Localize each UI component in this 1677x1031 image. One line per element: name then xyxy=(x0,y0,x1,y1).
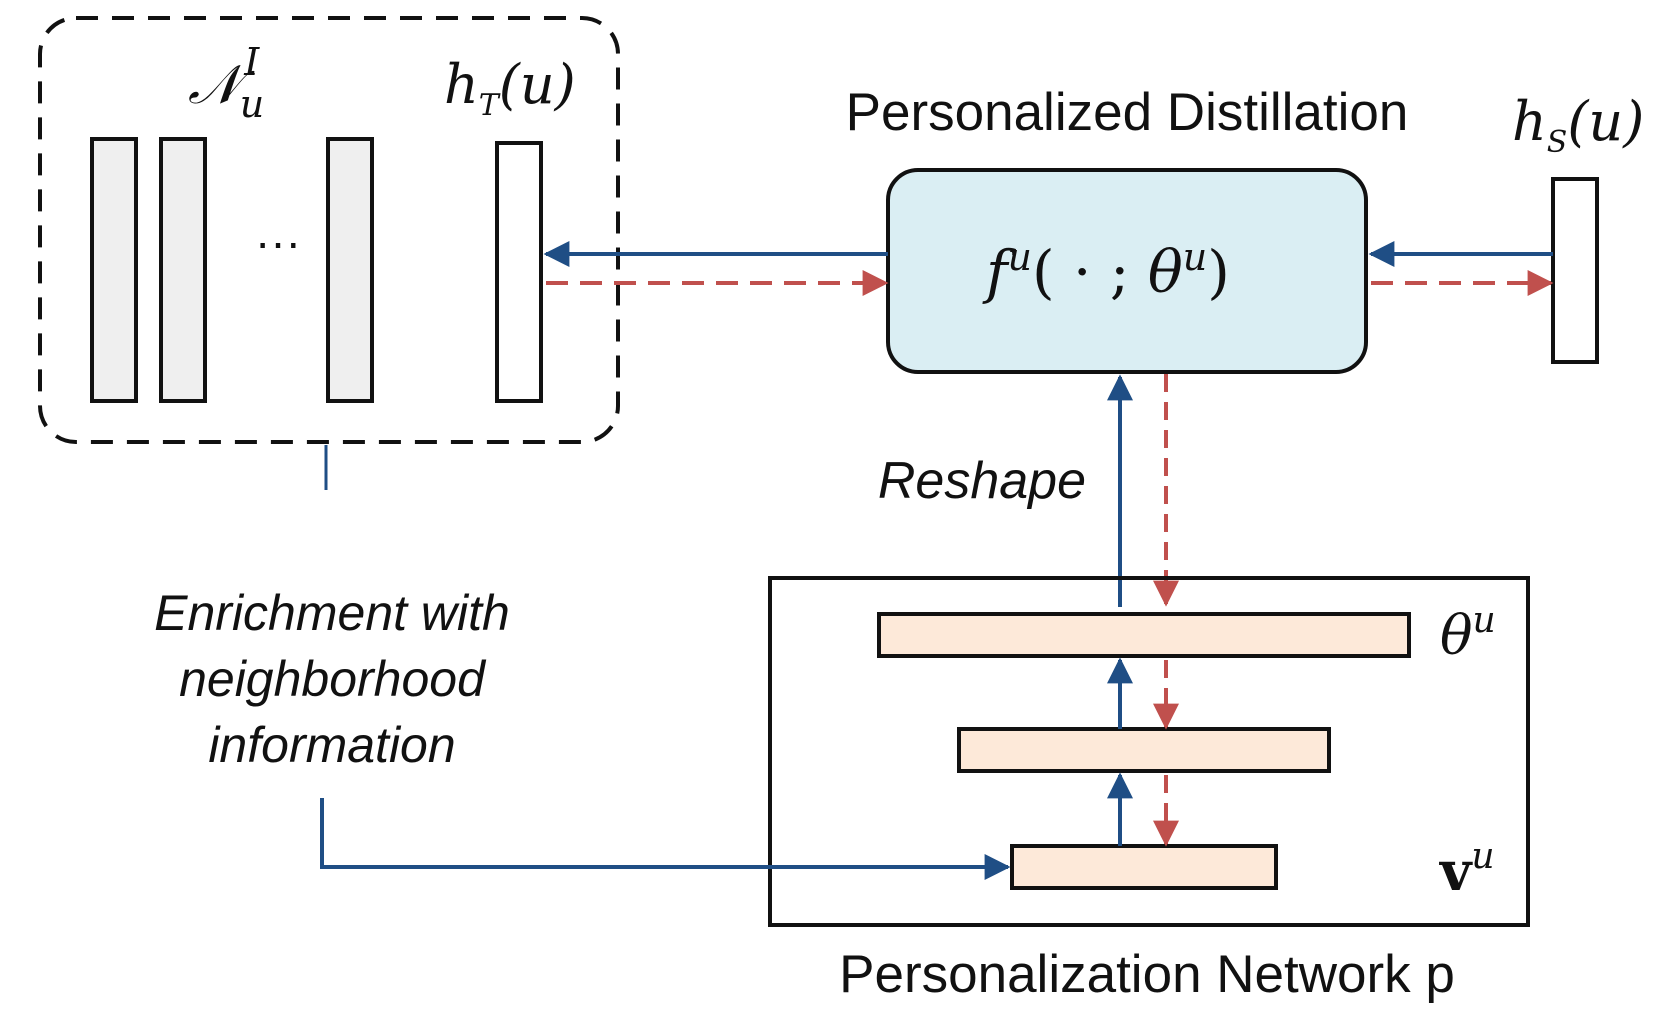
teacher-embedding xyxy=(495,141,543,403)
theta-sup: u xyxy=(1473,600,1496,641)
neighbor-embedding-1 xyxy=(90,137,138,403)
function-args-open: ( · ; xyxy=(1032,238,1148,306)
neighbors-sub: u xyxy=(240,82,264,126)
function-f-sup: u xyxy=(1007,235,1031,279)
function-args-close: ) xyxy=(1207,238,1230,306)
theta-symbol: θ xyxy=(1440,604,1473,667)
neighborhood-group-box xyxy=(38,16,620,444)
neighbor-embedding-2 xyxy=(159,137,207,403)
student-arg: (u) xyxy=(1567,90,1644,153)
v-layer-label: vu xyxy=(1439,836,1495,903)
network-layer-input xyxy=(1010,844,1278,890)
student-sub: S xyxy=(1547,125,1568,160)
network-layer-hidden xyxy=(957,727,1331,773)
v-sup: u xyxy=(1471,836,1494,877)
enrichment-line-3: information xyxy=(208,717,455,773)
neighbors-label: 𝒩uI xyxy=(188,40,264,126)
ellipsis: ··· xyxy=(255,216,301,268)
student-embedding xyxy=(1551,177,1599,364)
function-theta: θ xyxy=(1148,238,1183,306)
teacher-arg: (u) xyxy=(499,53,576,116)
function-expression: fu( · ; θu) xyxy=(982,235,1230,306)
enrichment-line-1: Enrichment with xyxy=(154,585,510,641)
teacher-label: hT(u) xyxy=(444,53,576,123)
v-symbol: v xyxy=(1439,839,1473,903)
function-theta-sup: u xyxy=(1183,235,1207,279)
network-layer-theta xyxy=(877,612,1411,658)
theta-layer-label: θu xyxy=(1440,600,1496,667)
teacher-h: h xyxy=(444,53,479,116)
personalization-network-box xyxy=(768,576,1530,927)
enrichment-line-2: neighborhood xyxy=(179,651,487,707)
reshape-label: Reshape xyxy=(878,452,1086,510)
distillation-title: Personalized Distillation xyxy=(846,83,1409,142)
network-caption: Personalization Network p xyxy=(839,945,1455,1004)
teacher-sub: T xyxy=(479,88,501,123)
arrow-enrichment-to-input xyxy=(320,798,1011,880)
student-label: hS(u) xyxy=(1512,90,1644,160)
student-h: h xyxy=(1512,90,1547,153)
neighbors-sup: I xyxy=(243,40,260,84)
neighbor-embedding-3 xyxy=(326,137,374,403)
